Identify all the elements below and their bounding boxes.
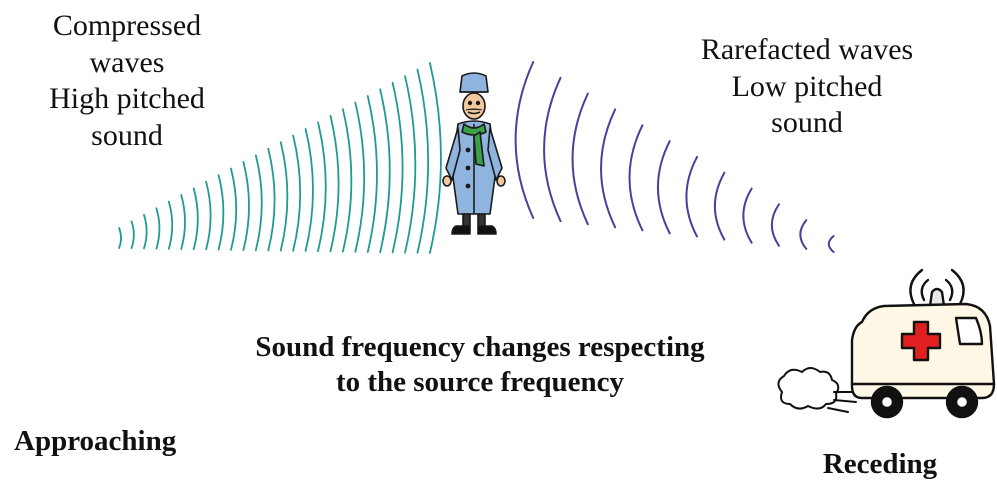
compressed-wave-arc: [329, 114, 340, 253]
compressed-wave-arc: [192, 187, 199, 251]
rarefacted-wave-arc: [571, 92, 589, 226]
rarefacted-wave-arc: [543, 76, 562, 223]
compressed-wave-arc: [341, 108, 353, 253]
compressed-wave-arc: [180, 194, 186, 250]
compressed-wave-arc: [304, 128, 314, 252]
compressed-waves-label: Compressed waves High pitched sound: [22, 8, 232, 154]
receding-label: Receding: [822, 448, 938, 480]
ambulance-icon: [777, 268, 996, 419]
rarefacted-label-line-2: Low pitched: [731, 69, 883, 103]
compressed-wave-arc: [379, 88, 391, 254]
red-cross-icon: [900, 320, 942, 362]
compressed-label-line-1: Compressed: [52, 9, 202, 42]
rarefacted-label-line-1: Rarefacted waves: [700, 33, 914, 66]
compressed-wave-arc: [366, 95, 378, 253]
rarefacted-wave-arc: [656, 140, 671, 235]
compressed-wave-arc: [143, 213, 148, 250]
approaching-label: Approaching: [14, 425, 177, 457]
siren-waves-icon: [909, 268, 965, 306]
rarefacted-wave-arc: [799, 219, 808, 250]
rarefacted-wave-arc: [742, 187, 753, 244]
compressed-wave-arc: [118, 227, 122, 249]
rarefacted-wave-arc: [827, 235, 835, 253]
rarefacted-wave-arc: [514, 61, 535, 219]
rarefacted-wave-arc: [770, 203, 780, 247]
compressed-wave-arc: [292, 134, 302, 252]
compressed-label-line-3: High pitched: [49, 82, 205, 116]
compressed-wave-arc: [254, 154, 263, 252]
compressed-wave-arc: [279, 141, 289, 252]
compressed-wave-arc: [354, 101, 366, 253]
compressed-label-line-2: waves: [89, 45, 165, 79]
rarefacted-waves-label: Rarefacted waves Low pitched sound: [672, 32, 942, 142]
compressed-wave-arc: [429, 62, 442, 254]
compressed-wave-arc: [205, 180, 212, 251]
exhaust-cloud-icon: [777, 367, 857, 413]
rarefacted-wave-fronts: [514, 61, 835, 253]
compressed-wave-arc: [242, 161, 250, 251]
compressed-wave-arc: [416, 68, 430, 254]
rarefacted-wave-arc: [600, 108, 617, 229]
rarefacted-wave-arc: [685, 155, 699, 238]
rarefacted-wave-arc: [714, 171, 726, 241]
rarefacted-label-line-3: sound: [771, 106, 843, 140]
compressed-wave-arc: [404, 75, 417, 254]
compressed-label-line-4: sound: [91, 118, 163, 152]
compressed-wave-arc: [230, 167, 238, 251]
rarefacted-wave-arc: [628, 124, 644, 232]
frequency-caption: Sound frequency changes respecting to th…: [196, 330, 764, 401]
caption-line-2: to the source frequency: [335, 366, 625, 399]
compressed-wave-arc: [267, 147, 276, 252]
compressed-wave-arc: [217, 174, 225, 251]
compressed-wave-fronts: [118, 62, 442, 254]
observer-figure: [442, 72, 506, 235]
caption-line-1: Sound frequency changes respecting: [255, 331, 705, 363]
compressed-wave-arc: [130, 220, 135, 250]
compressed-wave-arc: [155, 207, 161, 250]
compressed-wave-arc: [391, 81, 404, 254]
compressed-wave-arc: [317, 121, 327, 253]
compressed-wave-arc: [167, 200, 174, 250]
